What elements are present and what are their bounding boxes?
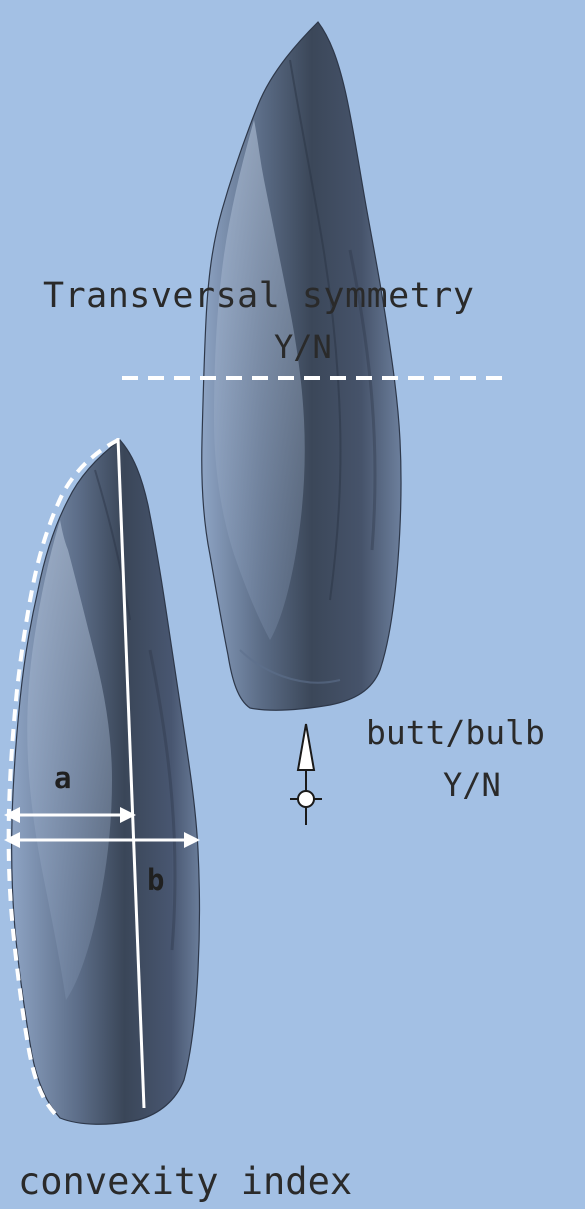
- lower-blade: [12, 440, 200, 1124]
- butt-yn-label: Y/N: [443, 769, 501, 801]
- transversal-symmetry-label: Transversal symmetry: [43, 279, 474, 314]
- measure-a-label: a: [54, 764, 71, 793]
- arrow-up-with-circle-icon: [290, 724, 322, 825]
- upper-blade: [202, 22, 401, 710]
- convexity-index-label: convexity index: [18, 1163, 352, 1200]
- transversal-yn-label: Y/N: [274, 331, 332, 363]
- measure-b-label: b: [147, 866, 164, 895]
- butt-bulb-label: butt/bulb: [366, 716, 545, 749]
